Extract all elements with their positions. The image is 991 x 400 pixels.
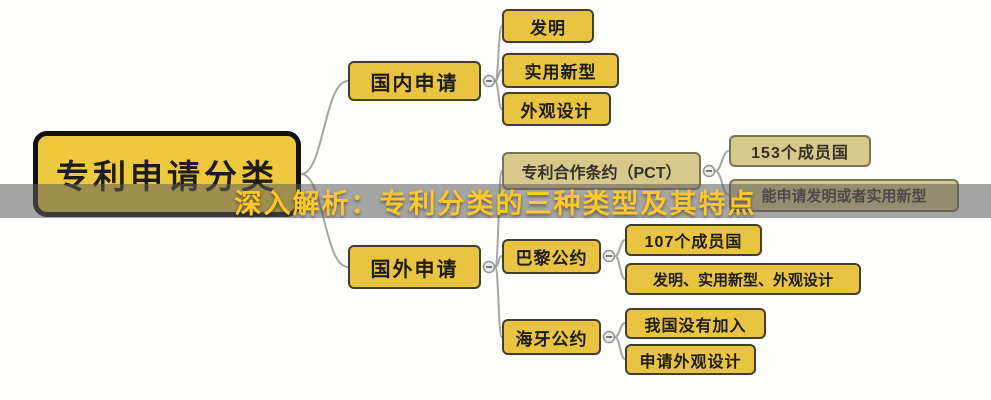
overlay-title-text: 深入解析：专利分类的三种类型及其特点 — [234, 188, 757, 219]
collapse-minus-icon — [482, 74, 496, 88]
connector-line — [714, 150, 730, 172]
leaf-node-hague-not-joined: 我国没有加入 — [625, 308, 766, 339]
connector-line — [614, 255, 626, 280]
leaf-node-hague-design-note: 申请外观设计 — [625, 344, 756, 375]
connector-line — [494, 266, 503, 338]
title-overlay-banner: 深入解析：专利分类的三种类型及其特点 — [0, 184, 991, 219]
leaf-node-paris-note: 发明、实用新型、外观设计 — [625, 263, 861, 295]
node-hague-convention: 海牙公约 — [502, 319, 601, 355]
connector-line — [614, 239, 626, 257]
leaf-node-153-member-states: 153个成员国 — [729, 135, 871, 167]
collapse-minus-icon — [602, 249, 616, 263]
branch-node-domestic-application: 国内申请 — [348, 61, 481, 101]
collapse-minus-icon — [482, 260, 496, 274]
leaf-node-utility-model: 实用新型 — [502, 53, 619, 88]
leaf-node-invention: 发明 — [502, 9, 594, 43]
connector-line — [494, 170, 503, 268]
collapse-minus-icon — [702, 164, 716, 178]
connector-line — [494, 80, 503, 110]
connector-line — [494, 25, 503, 82]
connector-line — [614, 336, 626, 360]
connector-line — [300, 173, 349, 268]
branch-node-foreign-application: 国外申请 — [348, 245, 481, 289]
collapse-minus-icon — [602, 330, 616, 344]
node-paris-convention: 巴黎公约 — [502, 239, 601, 274]
leaf-node-design: 外观设计 — [502, 92, 611, 126]
connector-line — [300, 80, 349, 175]
connector-line — [614, 322, 626, 338]
leaf-node-107-member-states: 107个成员国 — [625, 224, 762, 256]
